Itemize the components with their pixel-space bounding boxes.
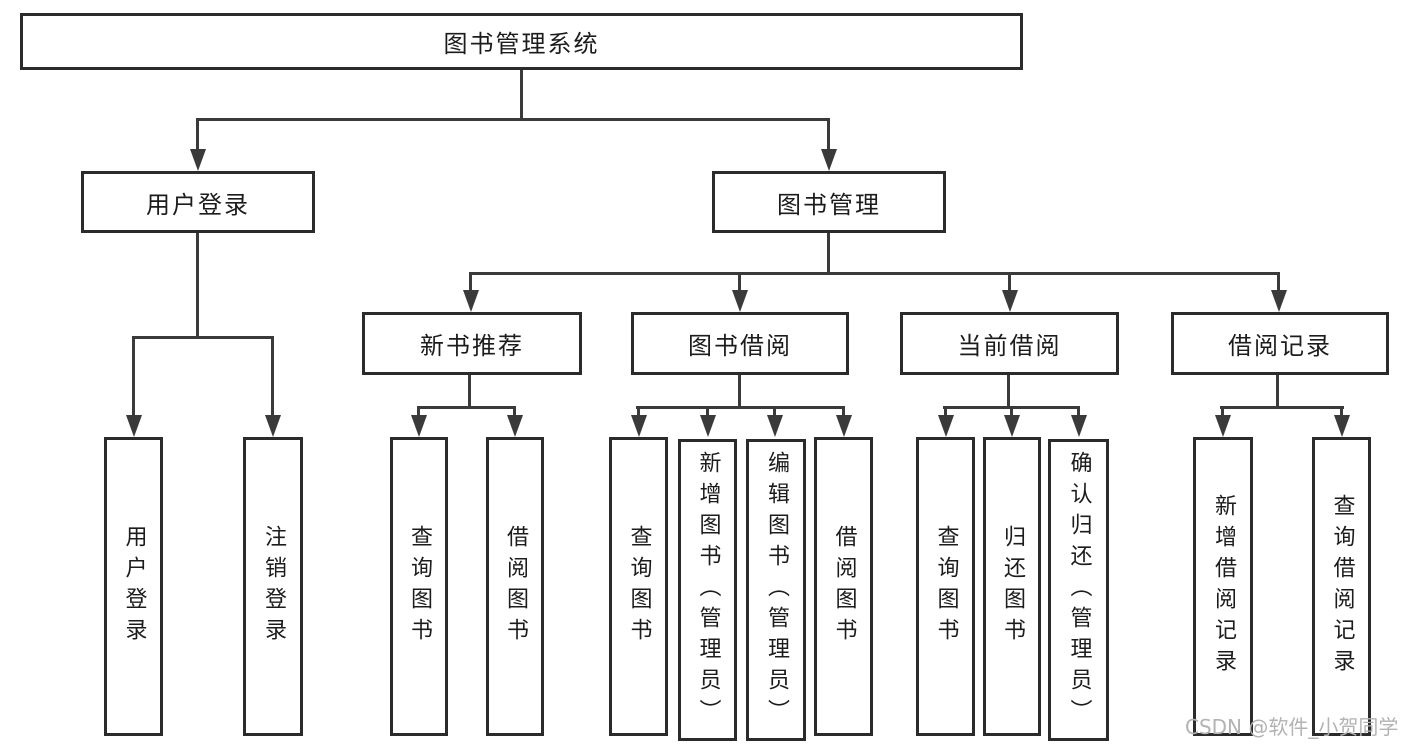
node-current-borrow-label: 当前借阅 bbox=[957, 332, 1062, 360]
connector-newbook-hline bbox=[417, 406, 516, 409]
node-root-label: 图书管理系统 bbox=[443, 30, 600, 58]
node-book-mgmt: 图书管理 bbox=[712, 171, 946, 233]
connector-level3-hline bbox=[469, 272, 1280, 275]
node-book-borrow-label: 图书借阅 bbox=[688, 332, 792, 360]
arrow-down-icon bbox=[1277, 274, 1280, 290]
leaf-borrow-borrow-label: 借阅图书 bbox=[831, 524, 857, 649]
leaf-borrow-borrow: 借阅图书 bbox=[814, 437, 873, 736]
connector-records-stem bbox=[1276, 375, 1279, 409]
connector-bookborrow-hline bbox=[636, 406, 845, 409]
leaf-user-login: 用户登录 bbox=[104, 437, 163, 736]
arrow-down-icon bbox=[271, 337, 274, 415]
arrow-down-icon bbox=[1008, 274, 1011, 290]
leaf-borrow-edit-admin: 编辑图书（管理员） bbox=[746, 439, 806, 741]
connector-newbook-stem bbox=[468, 375, 471, 409]
leaf-newbook-query-label: 查询图书 bbox=[407, 524, 432, 649]
leaf-records-query-label: 查询借阅记录 bbox=[1329, 493, 1355, 680]
connector-bookborrow-stem bbox=[738, 375, 741, 409]
node-book-mgmt-label: 图书管理 bbox=[777, 190, 881, 219]
arrow-down-icon bbox=[132, 337, 135, 415]
leaf-current-query: 查询图书 bbox=[916, 437, 975, 736]
arrow-down-icon bbox=[706, 407, 709, 415]
arrow-down-icon bbox=[842, 407, 845, 415]
leaf-current-confirm-admin: 确认归还（管理员） bbox=[1048, 439, 1109, 741]
leaf-borrow-query: 查询图书 bbox=[609, 437, 668, 736]
connector-userlogin-hline bbox=[132, 336, 274, 339]
connector-currentborrow-stem bbox=[1007, 375, 1010, 409]
leaf-logout-label: 注销登录 bbox=[261, 524, 286, 649]
arrow-down-icon bbox=[417, 407, 420, 415]
node-user-login: 用户登录 bbox=[81, 171, 315, 233]
leaf-borrow-edit-admin-label: 编辑图书（管理员） bbox=[764, 450, 789, 730]
leaf-borrow-query-label: 查询图书 bbox=[626, 524, 652, 649]
connector-bookmgmt-stem bbox=[827, 233, 830, 275]
arrow-down-icon bbox=[944, 407, 947, 415]
arrow-down-icon bbox=[827, 120, 830, 149]
leaf-current-confirm-admin-label: 确认归还（管理员） bbox=[1066, 450, 1092, 730]
leaf-records-query: 查询借阅记录 bbox=[1312, 437, 1371, 736]
leaf-current-query-label: 查询图书 bbox=[933, 524, 959, 649]
arrow-down-icon bbox=[738, 274, 741, 290]
node-new-book-rec-label: 新书推荐 bbox=[420, 332, 524, 360]
arrow-down-icon bbox=[1221, 407, 1224, 415]
leaf-records-add-label: 新增借阅记录 bbox=[1211, 493, 1236, 680]
arrow-down-icon bbox=[1077, 407, 1080, 415]
connector-root-stem bbox=[520, 68, 523, 121]
node-current-borrow: 当前借阅 bbox=[900, 312, 1119, 375]
arrow-down-icon bbox=[196, 120, 199, 149]
leaf-logout: 注销登录 bbox=[243, 437, 303, 736]
watermark: CSDN @软件_小贺同学 bbox=[1185, 715, 1399, 739]
node-new-book-rec: 新书推荐 bbox=[362, 312, 582, 375]
arrow-down-icon bbox=[1010, 407, 1013, 415]
connector-records-hline bbox=[1220, 406, 1344, 409]
arrow-down-icon bbox=[513, 407, 516, 415]
arrow-down-icon bbox=[637, 407, 640, 415]
connector-userlogin-stem bbox=[196, 233, 199, 339]
leaf-current-return: 归还图书 bbox=[983, 437, 1041, 736]
node-borrow-records-label: 借阅记录 bbox=[1228, 332, 1332, 360]
arrow-down-icon bbox=[1340, 407, 1343, 415]
node-user-login-label: 用户登录 bbox=[146, 190, 250, 219]
arrow-down-icon bbox=[469, 274, 472, 290]
arrow-down-icon bbox=[773, 407, 776, 415]
leaf-borrow-add-admin: 新增图书（管理员） bbox=[678, 439, 737, 741]
leaf-newbook-borrow-label: 借阅图书 bbox=[503, 524, 528, 649]
leaf-newbook-query: 查询图书 bbox=[390, 437, 448, 736]
leaf-current-return-label: 归还图书 bbox=[1000, 524, 1025, 649]
node-root: 图书管理系统 bbox=[20, 13, 1023, 70]
node-borrow-records: 借阅记录 bbox=[1171, 312, 1389, 375]
connector-level2-hline bbox=[196, 118, 830, 121]
leaf-user-login-label: 用户登录 bbox=[121, 524, 147, 649]
node-book-borrow: 图书借阅 bbox=[631, 312, 849, 375]
leaf-newbook-borrow: 借阅图书 bbox=[486, 437, 544, 736]
leaf-records-add: 新增借阅记录 bbox=[1193, 437, 1253, 736]
leaf-borrow-add-admin-label: 新增图书（管理员） bbox=[695, 450, 721, 730]
